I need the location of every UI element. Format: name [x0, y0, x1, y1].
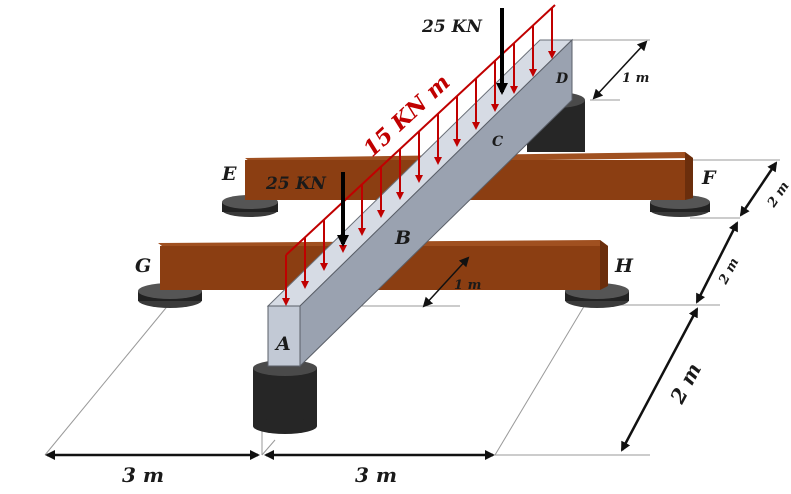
point-e-label: E	[221, 163, 237, 185]
point-load-b-label: 25 KN	[265, 174, 327, 194]
dim-right-upper: 2 m	[764, 179, 791, 211]
dimension-lines-small	[422, 40, 648, 308]
support-a	[253, 360, 317, 434]
distributed-load	[282, 4, 556, 306]
dim-bottom-left: 3 m	[122, 463, 164, 487]
dim-right-lower: 2 m	[665, 359, 706, 408]
wood-beam-ef	[222, 152, 710, 217]
point-h-label: H	[614, 255, 634, 277]
dim-top-offset: 1 m	[622, 71, 649, 86]
dim-bottom-right: 3 m	[355, 463, 397, 487]
dim-mid-offset: 1 m	[454, 278, 481, 293]
point-load-d-label: 25 KN	[421, 17, 483, 37]
dimension-lines	[45, 161, 778, 460]
point-a-label: A	[274, 333, 291, 355]
point-c-label: C	[492, 134, 503, 150]
dim-right-middle: 2 m	[716, 256, 743, 288]
point-d-label: D	[555, 71, 569, 87]
point-f-label: F	[701, 167, 717, 189]
point-g-label: G	[135, 255, 151, 277]
point-b-label: B	[394, 227, 411, 249]
